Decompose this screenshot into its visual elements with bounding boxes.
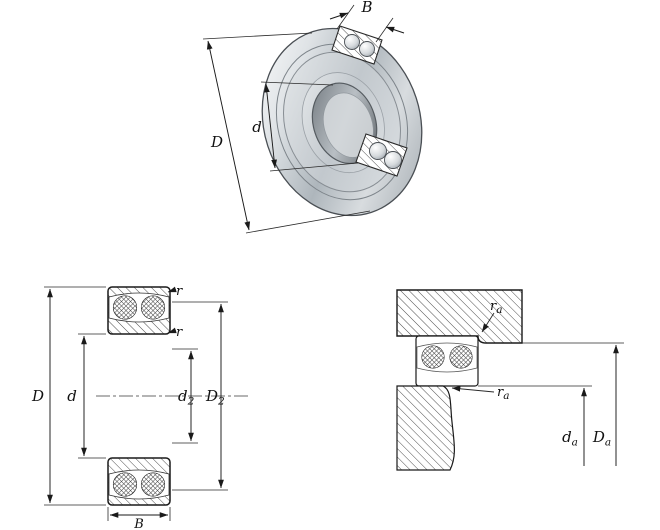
fillet-label-shaft: ra <box>497 385 509 402</box>
bearing-3d-body <box>261 27 423 217</box>
dim-line <box>385 26 405 34</box>
extension-line <box>245 210 371 234</box>
ball-hatch <box>422 346 444 368</box>
dim-line <box>329 12 349 20</box>
dim-label-d2-main: d <box>178 387 188 405</box>
dim-label-D2: D2 <box>205 387 225 408</box>
bearing-mounted-section <box>415 335 479 387</box>
cutaway-section-bottom <box>355 133 408 177</box>
dim-label-Da-sub: a <box>605 437 611 449</box>
perspective-dimensions: B D d <box>202 0 405 234</box>
fillet-label-shaft-sub: a <box>503 390 509 402</box>
dim-label-Da-main: D <box>592 428 605 446</box>
extension-line <box>260 81 334 86</box>
extension-line <box>202 32 313 40</box>
dim-label-outer-diameter-3d: D <box>210 133 223 151</box>
fillet-label-housing-main: r <box>490 299 497 314</box>
leader-line <box>481 312 495 333</box>
fillet-label-housing: ra <box>490 299 502 316</box>
dim-label-bore-3d: d <box>252 118 262 136</box>
cutaway-section-top <box>331 25 383 65</box>
dim-line <box>264 83 277 169</box>
ball <box>359 41 375 57</box>
extension-line <box>269 162 359 172</box>
dim-label-d2-sub: 2 <box>187 396 195 408</box>
leader-line <box>167 286 177 293</box>
fillet-label-shaft-main: r <box>497 385 504 400</box>
cross-section-view: D d d2 D2 B r r <box>31 284 248 530</box>
fillet-label-outer: r <box>176 284 183 299</box>
housing-section <box>396 289 523 344</box>
shaft-shoulder-section <box>396 385 455 471</box>
bearing-section-top-half <box>107 286 171 335</box>
mounting-dimensions: da Da ra ra <box>451 299 624 466</box>
dim-label-da: da <box>562 428 578 449</box>
dim-label-width-3d: B <box>360 0 372 16</box>
ball <box>369 142 387 160</box>
ball <box>384 151 402 169</box>
dim-label-Da: Da <box>592 428 611 449</box>
dim-label-da-sub: a <box>572 437 578 449</box>
ball-hatch <box>113 296 137 319</box>
extension-line <box>336 4 355 30</box>
fillet-label-inner: r <box>176 325 183 340</box>
fillet-label-housing-sub: a <box>496 304 502 316</box>
dim-label-bore: d <box>67 387 77 405</box>
dim-label-d2: d2 <box>178 387 195 408</box>
ball-hatch <box>450 346 472 368</box>
leader-line <box>167 327 177 334</box>
mounting-view: da Da ra ra <box>396 289 624 471</box>
ball <box>344 34 360 50</box>
section-dimensions: D d d2 D2 B r r <box>31 284 228 530</box>
bearing-section-bottom-half <box>107 457 171 506</box>
ball-hatch <box>113 473 137 496</box>
extension-line <box>375 17 394 43</box>
perspective-view: B D d <box>202 0 423 234</box>
dim-label-width: B <box>133 517 144 530</box>
ball-hatch <box>141 296 165 319</box>
ball-hatch <box>141 473 165 496</box>
dim-label-D2-main: D <box>205 387 218 405</box>
outer-ring-groove <box>275 43 409 201</box>
dim-label-da-main: d <box>562 428 572 446</box>
dim-line <box>206 40 251 231</box>
dim-label-D2-sub: 2 <box>217 396 225 408</box>
leader-line <box>451 385 495 393</box>
dim-label-outer-diameter: D <box>31 387 44 405</box>
